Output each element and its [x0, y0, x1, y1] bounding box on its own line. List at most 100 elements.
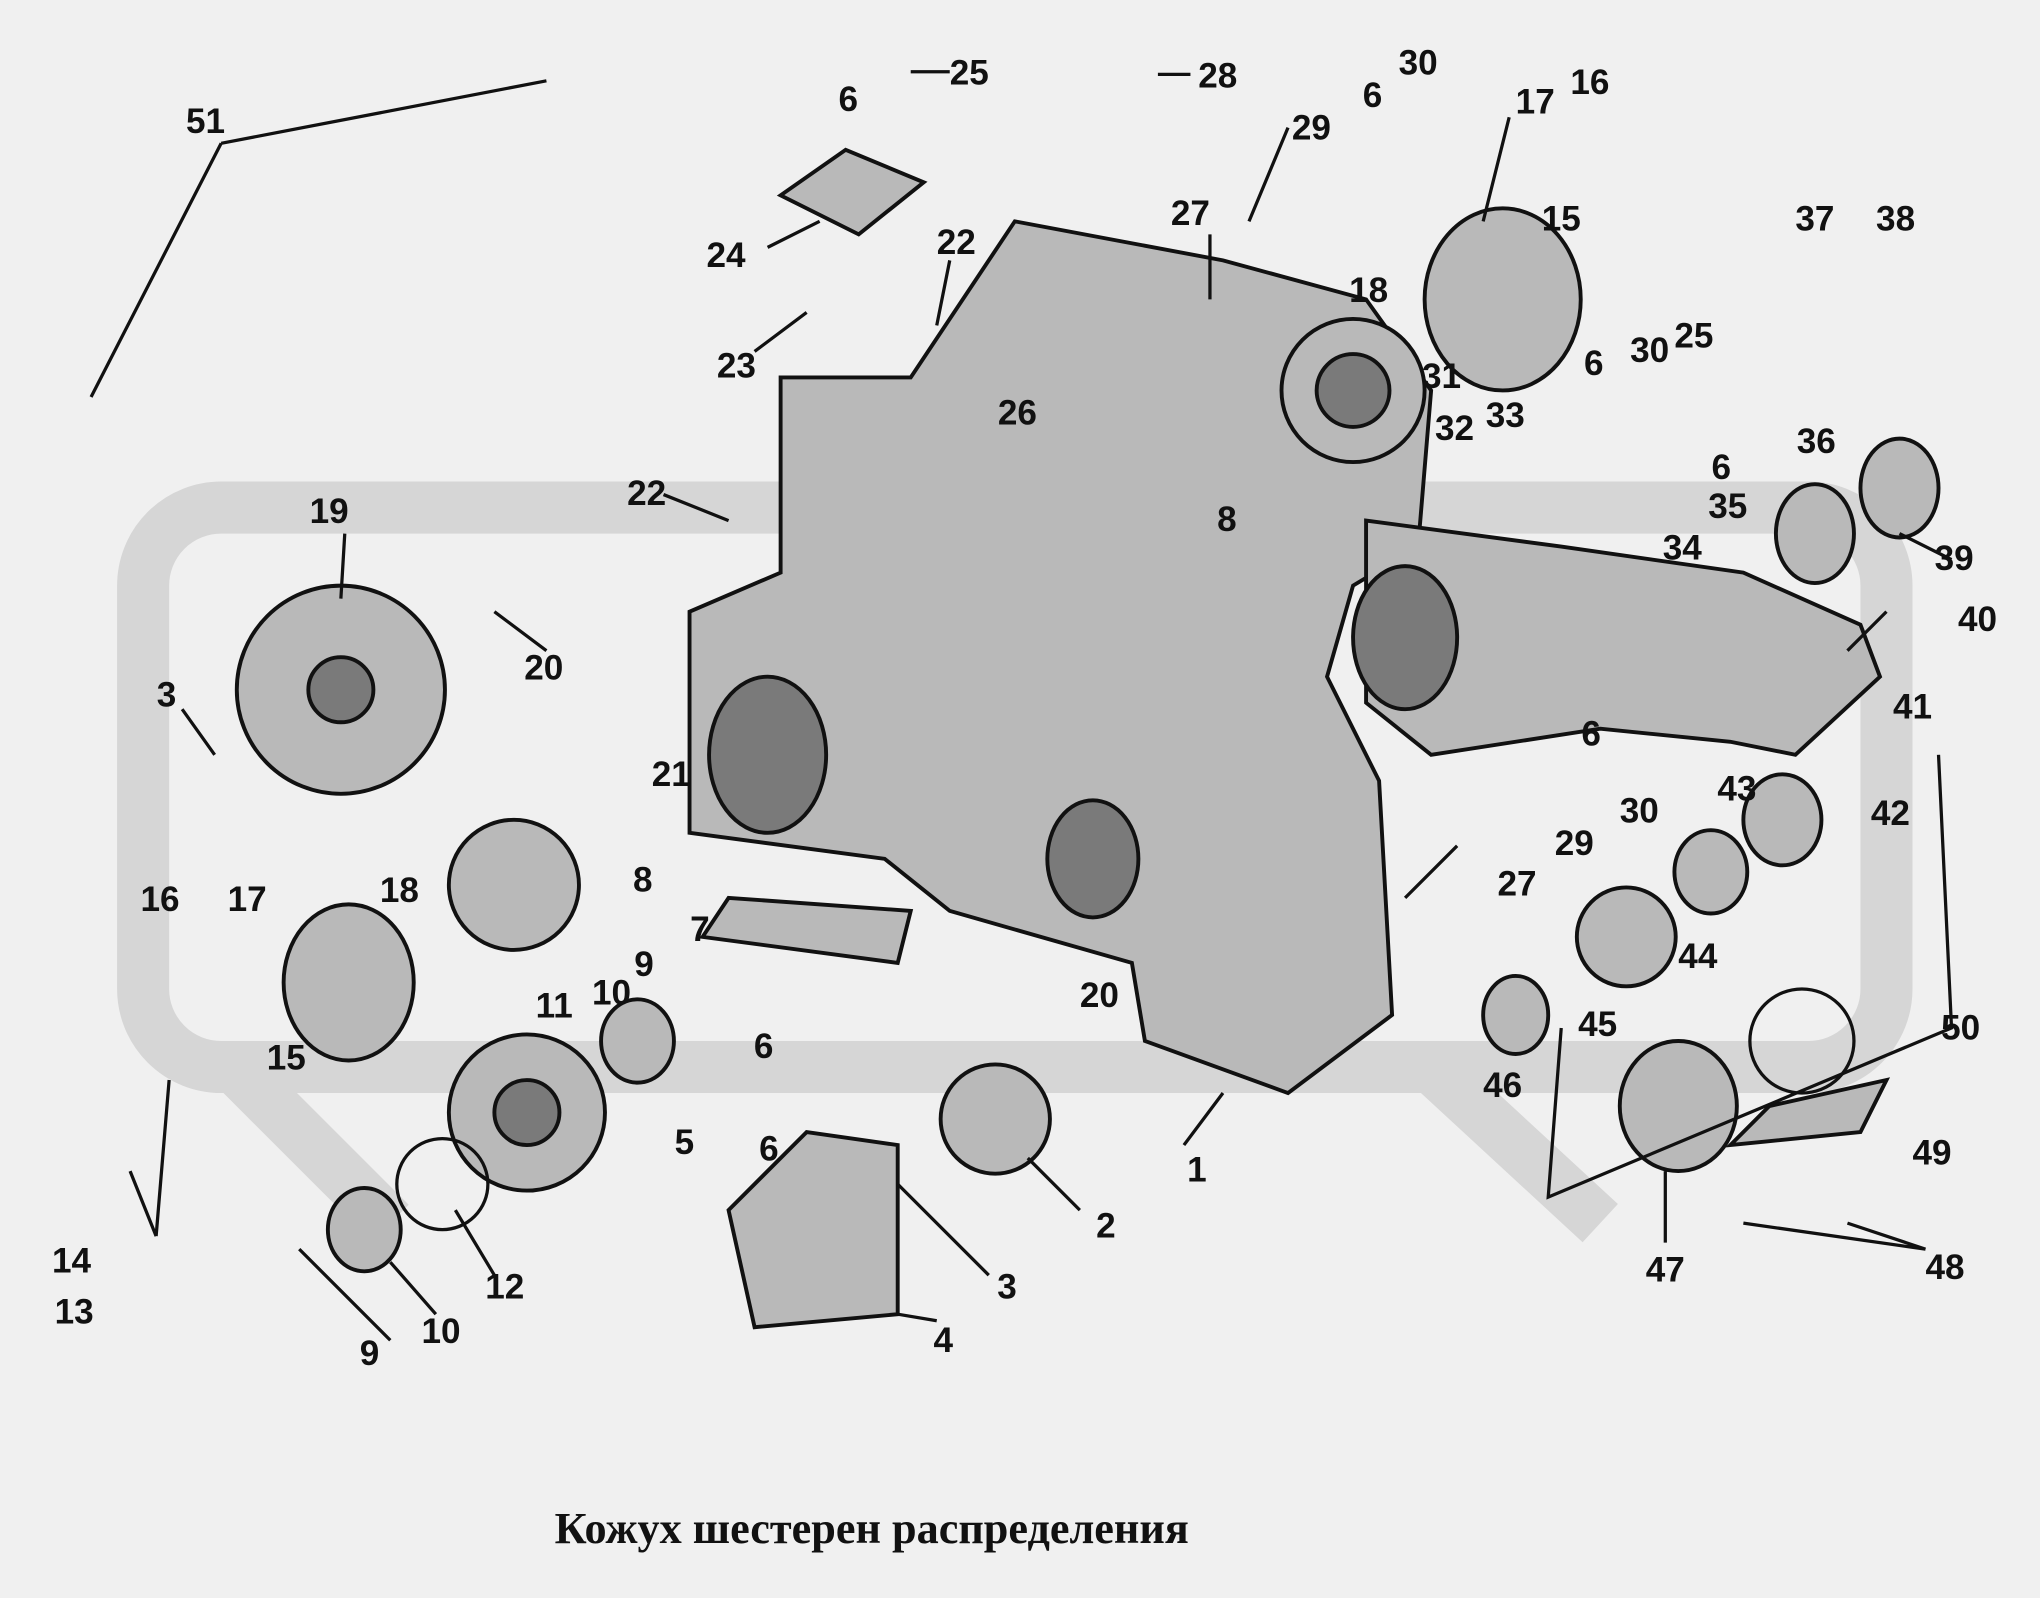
callout-label: 40 [1958, 600, 1997, 639]
gear-19-hub [306, 655, 376, 725]
gear-2 [938, 1062, 1052, 1176]
housing-bore [707, 674, 829, 835]
callout-label: 6 [1584, 344, 1604, 383]
callout-label: 27 [1497, 864, 1536, 903]
cover-15-right [1422, 206, 1583, 393]
gear-45 [1574, 885, 1678, 989]
callout-label: 4 [933, 1321, 953, 1360]
bracket-4 [726, 1129, 900, 1330]
callout-label: 28 [1198, 56, 1237, 95]
callout-label: 6 [759, 1130, 779, 1169]
callout-label: 27 [1171, 194, 1210, 233]
bearing-44 [1672, 828, 1750, 916]
cover-15-left [281, 902, 416, 1063]
callout-label: 37 [1795, 199, 1834, 238]
callout-label: 9 [634, 945, 654, 984]
callout-label: 6 [1581, 715, 1601, 754]
bearing-10 [599, 997, 676, 1085]
callout-label: 22 [627, 474, 666, 513]
callout-label: 25 [950, 54, 989, 93]
callout-label: 7 [690, 910, 710, 949]
parts-drawing [234, 147, 1941, 1330]
diagram-title: Кожух шестерен распределения [555, 1504, 1189, 1553]
callout-label: 10 [422, 1312, 461, 1351]
ring-43 [1741, 772, 1824, 868]
callout-label: 33 [1486, 396, 1525, 435]
callout-label: 22 [937, 223, 976, 262]
callout-label: 17 [228, 880, 267, 919]
callout-label: 3 [997, 1268, 1017, 1307]
callout-label: 1 [1187, 1151, 1207, 1190]
callout-label: 47 [1646, 1251, 1685, 1290]
callout-label: 6 [1363, 76, 1383, 115]
callout-label: 2 [1096, 1206, 1116, 1245]
callout-label: 42 [1871, 794, 1910, 833]
gear-11-hub [492, 1078, 562, 1148]
housing-arm [1364, 518, 1883, 757]
cover-24 [776, 147, 928, 237]
callout-label: 17 [1516, 82, 1555, 121]
callout-label: 34 [1663, 529, 1703, 568]
housing-body [687, 219, 1434, 1096]
seal-39a [1773, 482, 1856, 585]
callout-label: 30 [1620, 791, 1659, 830]
callout-label: 26 [998, 393, 1037, 432]
callout-label: 20 [1080, 976, 1119, 1015]
callout-label: 45 [1578, 1005, 1617, 1044]
flange-18-hole [1314, 352, 1392, 429]
callout-label: 31 [1422, 357, 1461, 396]
callout-label: 23 [717, 346, 756, 385]
plate-7 [699, 895, 914, 966]
callout-label: 50 [1941, 1009, 1980, 1048]
callout-label: 15 [1542, 199, 1581, 238]
callout-label: 43 [1717, 769, 1756, 808]
callout-label: 8 [633, 860, 653, 899]
callout-label: 46 [1483, 1066, 1522, 1105]
callout-label: 25 [1674, 317, 1713, 356]
callout-label: 12 [485, 1268, 524, 1307]
callout-label: 30 [1399, 43, 1438, 82]
callout-label: 6 [838, 80, 858, 119]
callout-label: 49 [1912, 1134, 1951, 1173]
callout-label: 10 [592, 974, 631, 1013]
callout-label: 19 [310, 492, 349, 531]
callout-label: 16 [140, 880, 179, 919]
ring-50 [1748, 987, 1856, 1095]
callout-labels: 51 25 6 28 6 30 17 16 29 27 15 24 22 18 … [52, 43, 1997, 1373]
callout-label: 18 [380, 871, 419, 910]
callout-label: 3 [157, 676, 177, 715]
callout-label: 9 [360, 1334, 380, 1373]
callout-label: 15 [267, 1039, 306, 1078]
callout-label: 35 [1708, 487, 1747, 526]
callout-label: 14 [52, 1242, 92, 1281]
callout-label: 51 [186, 102, 225, 141]
callout-label: 44 [1678, 937, 1718, 976]
callout-label: 13 [55, 1292, 94, 1331]
seal-39b [1858, 436, 1941, 540]
leader-lines [89, 70, 1954, 1342]
callout-label: 20 [524, 648, 563, 687]
callout-label: 29 [1555, 824, 1594, 863]
callout-label: 6 [1711, 448, 1731, 487]
callout-label: 8 [1217, 500, 1237, 539]
callout-label: 18 [1349, 271, 1388, 310]
callout-label: 41 [1893, 687, 1932, 726]
callout-label: 24 [706, 236, 746, 275]
callout-label: 39 [1935, 539, 1974, 578]
callout-label: 32 [1435, 409, 1474, 448]
callout-label: 48 [1925, 1248, 1964, 1287]
ring-12 [395, 1136, 490, 1232]
callout-label: 30 [1630, 331, 1669, 370]
callout-label: 16 [1570, 63, 1609, 102]
callout-label: 29 [1292, 108, 1331, 147]
housing-bore-right [1351, 564, 1460, 712]
bearing-46 [1481, 973, 1551, 1056]
callout-label: 5 [675, 1123, 695, 1162]
flange-18-left [446, 817, 581, 952]
housing-bore-center [1045, 798, 1141, 920]
plate-49 [1725, 1077, 1891, 1148]
bearing-47 [1617, 1039, 1739, 1174]
callout-label: 36 [1797, 422, 1836, 461]
bearing-10b [325, 1186, 403, 1274]
